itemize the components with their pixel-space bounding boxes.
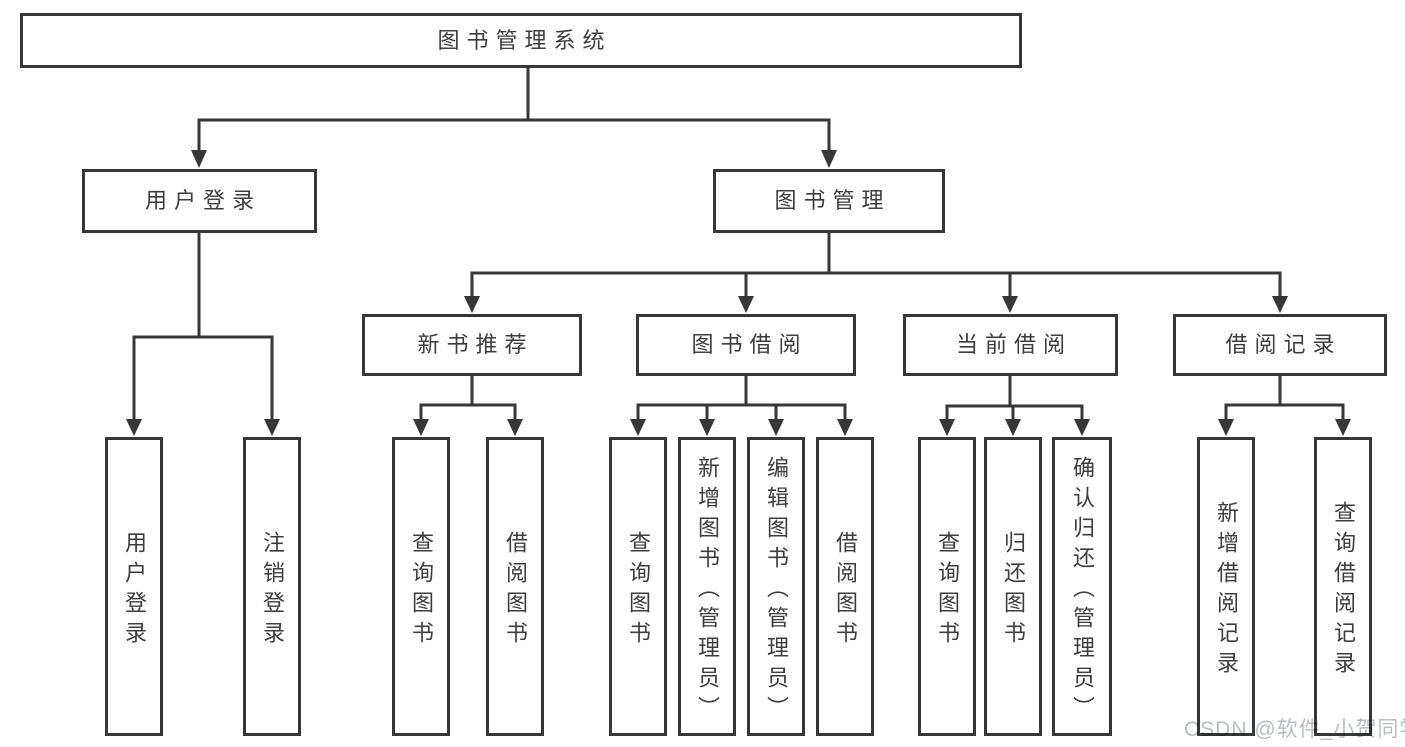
node-label: 查询借阅记录 <box>1331 500 1356 681</box>
node-label: 借阅图书 <box>833 530 858 651</box>
node-user-login: 用户登录 <box>82 169 317 233</box>
node-label: 图书管理系统 <box>437 27 612 53</box>
node-label: 新增借阅记录 <box>1214 500 1239 681</box>
leaf-borrow-books: 借阅图书 <box>816 437 874 736</box>
leaf-query-books: 查询图书 <box>392 437 450 736</box>
arrowhead <box>1272 296 1288 313</box>
node-label: 查询图书 <box>935 530 960 651</box>
node-label: 新书推荐 <box>417 332 534 357</box>
leaf-query-borrow-record: 查询借阅记录 <box>1314 437 1372 736</box>
leaf-return-books: 归还图书 <box>984 437 1042 736</box>
arrowhead <box>264 419 280 436</box>
arrowhead <box>1074 419 1090 436</box>
connector-user-login-group <box>132 233 274 420</box>
arrowhead <box>464 296 480 313</box>
arrowhead <box>837 419 853 436</box>
arrowhead <box>1218 419 1234 436</box>
arrowhead <box>1335 419 1351 436</box>
node-label: 编辑图书（管理员） <box>764 455 789 726</box>
arrowhead <box>1002 296 1018 313</box>
node-label: 借阅图书 <box>503 530 528 651</box>
node-label: 用户登录 <box>122 530 147 651</box>
arrowhead <box>768 419 784 436</box>
arrowhead <box>413 419 429 436</box>
connector-book-borrow-group <box>636 376 847 420</box>
leaf-logout: 注销登录 <box>243 437 301 736</box>
node-library-management-system: 图书管理系统 <box>20 13 1022 68</box>
connector-new-book-group <box>419 376 517 420</box>
node-borrow-record: 借阅记录 <box>1173 314 1387 376</box>
arrowhead <box>507 419 523 436</box>
arrowhead <box>738 296 754 313</box>
node-label: 归还图书 <box>1001 530 1026 651</box>
arrowhead <box>821 150 837 168</box>
leaf-edit-books-admin: 编辑图书（管理员） <box>747 437 805 736</box>
leaf-borrow-books: 借阅图书 <box>486 437 544 736</box>
node-current-borrow: 当前借阅 <box>903 314 1118 376</box>
connector-current-borrow-group <box>945 376 1084 420</box>
node-label: 借阅记录 <box>1225 332 1342 357</box>
node-label: 注销登录 <box>260 530 285 651</box>
node-label: 图书管理 <box>774 188 891 213</box>
node-label: 当前借阅 <box>955 332 1072 357</box>
node-book-borrow: 图书借阅 <box>636 314 856 376</box>
connector-borrow-record-group <box>1224 376 1345 420</box>
node-book-management: 图书管理 <box>713 169 945 233</box>
leaf-query-books: 查询图书 <box>609 437 667 736</box>
node-label: 用户登录 <box>144 188 261 213</box>
node-label: 查询图书 <box>409 530 434 651</box>
arrowhead <box>699 419 715 436</box>
arrowheads <box>126 150 1351 436</box>
node-new-book-recommend: 新书推荐 <box>362 314 582 376</box>
csdn-watermark: CSDN @软件_小贺同学 <box>1184 718 1405 741</box>
leaf-query-books: 查询图书 <box>918 437 976 736</box>
leaf-user-login: 用户登录 <box>105 437 163 736</box>
arrowhead <box>126 419 142 436</box>
connector-level1 <box>197 118 831 150</box>
arrowhead <box>939 419 955 436</box>
node-label: 确认归还（管理员） <box>1070 455 1095 726</box>
arrowhead <box>1005 419 1021 436</box>
connector-level2 <box>470 233 1282 296</box>
node-label: 查询图书 <box>626 530 651 651</box>
node-label: 图书借阅 <box>691 332 808 357</box>
leaf-confirm-return-admin: 确认归还（管理员） <box>1052 437 1112 736</box>
arrowhead <box>191 150 207 168</box>
leaf-add-books-admin: 新增图书（管理员） <box>678 437 736 736</box>
leaf-add-borrow-record: 新增借阅记录 <box>1197 437 1255 736</box>
arrowhead <box>630 419 646 436</box>
node-label: 新增图书（管理员） <box>695 455 720 726</box>
